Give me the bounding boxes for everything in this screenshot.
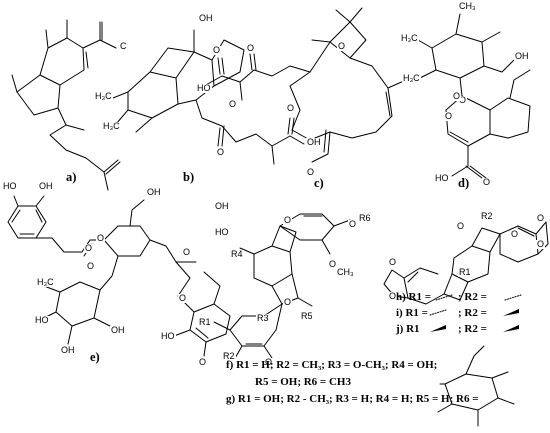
atom-label-h-4: O (536, 239, 546, 249)
atom-label-e-4: OH (146, 187, 162, 197)
atom-label-c-4: O (228, 99, 238, 109)
panel-label-d: d) (458, 176, 470, 190)
atom-label-h-2: O (510, 229, 520, 239)
atom-label-d-4: O (452, 91, 462, 101)
panel-label-a: a) (66, 170, 77, 184)
atom-label-d-7: HO (434, 173, 450, 183)
atom-label-d-2: H₃C (402, 73, 421, 83)
atom-label-fg-5: R3 (256, 313, 270, 323)
structure-d (417, 13, 531, 179)
atom-label-a-0: C (119, 41, 128, 51)
atom-label-b-2: H₃C (102, 121, 121, 131)
atom-label-h-1: O (456, 221, 466, 231)
atom-label-e-0: HO (2, 181, 18, 191)
structure-fg (213, 213, 351, 361)
atom-label-d-1: CH₃ (458, 1, 477, 11)
note-h: h) R1 = (396, 291, 431, 303)
panel-label-e: e) (90, 350, 100, 364)
atom-label-e-11: HO (34, 315, 50, 325)
atom-label-fg-0: R4 (230, 249, 244, 259)
atom-label-e-8: O (198, 357, 208, 367)
structure-hij (383, 221, 549, 305)
structure-b (107, 29, 305, 165)
atom-label-fg-4: R1 (198, 317, 212, 327)
atom-label-e-1: OH (38, 181, 54, 191)
note-h2: ; R2 = (458, 291, 487, 303)
note-i: i) R1 = (396, 307, 428, 319)
atom-label-e-5: O (182, 247, 192, 257)
atom-label-c-3: O (246, 43, 256, 53)
atom-label-c-2: O (212, 45, 222, 55)
atom-label-h-6: O (388, 257, 398, 267)
atom-label-fg-1: O (283, 215, 293, 225)
atom-label-e-6: O (178, 293, 188, 303)
atom-label-b-5: OH (306, 137, 322, 147)
atom-label-d-0: H₃C (400, 33, 419, 43)
atom-label-c-5: O (306, 167, 316, 177)
atom-label-c-1: HO (196, 83, 212, 93)
atom-label-d-5: O (444, 111, 454, 121)
atom-label-c-0: O (337, 41, 347, 51)
atom-label-fg-2: O (283, 297, 293, 307)
atom-label-b-0: OH (198, 13, 214, 23)
atom-label-b-1: H₃C (94, 91, 113, 101)
atom-label-e-9: H₃C (36, 277, 55, 287)
atom-label-h-0: R2 (480, 211, 494, 221)
atom-label-e-14: HO (214, 227, 230, 237)
note-j: j) R1 (396, 323, 420, 335)
atom-label-e-7: HO (160, 331, 176, 341)
atom-label-e-13: OH (110, 325, 126, 335)
bond-symbols (429, 294, 522, 332)
atom-label-fg-8: O (348, 219, 358, 229)
atom-label-d-3: O (458, 95, 468, 105)
note-j2: ; R2 = (458, 323, 487, 335)
atom-label-b-4: O (286, 103, 296, 113)
atom-label-h-5: R1 (458, 267, 472, 277)
atom-label-e-2: O (84, 243, 94, 253)
note-i2: ; R2 = (458, 307, 487, 319)
atom-label-e-12: OH (60, 345, 76, 355)
note-g: g) R1 = OH; R2 - CH₃; R3 = H; R4 = H; R5… (226, 393, 479, 405)
atom-label-h-3: O (536, 213, 546, 223)
atom-label-b-3: O (216, 147, 226, 157)
panel-label-b: b) (183, 170, 195, 184)
atom-label-fg-10: O (328, 259, 338, 269)
structure-c (203, 7, 407, 163)
atom-label-fg-6: R2 (222, 351, 236, 361)
atom-label-fg-7: O (264, 357, 274, 367)
atom-label-d-6: OH (514, 51, 530, 61)
note-f2: R5 = OH; R6 = CH3 (255, 376, 351, 388)
atom-label-e-3: O (96, 233, 106, 243)
atom-label-fg-11: CH₃ (336, 267, 355, 277)
atom-label-h-7: O (388, 291, 398, 301)
atom-label-fg-3: R5 (300, 311, 314, 321)
atom-label-e-10: O (86, 261, 96, 271)
panel-label-c: c) (314, 176, 324, 190)
structure-a (11, 19, 121, 191)
structure-g-r6 (437, 345, 515, 427)
atom-label-e-15: OH (214, 201, 230, 211)
atom-label-d-8: O (482, 177, 492, 187)
atom-label-fg-9: R6 (358, 213, 372, 223)
note-f1: f) R1 = H; R2 = CH₃; R3 = O-CH₃; R4 = OH… (226, 359, 438, 371)
